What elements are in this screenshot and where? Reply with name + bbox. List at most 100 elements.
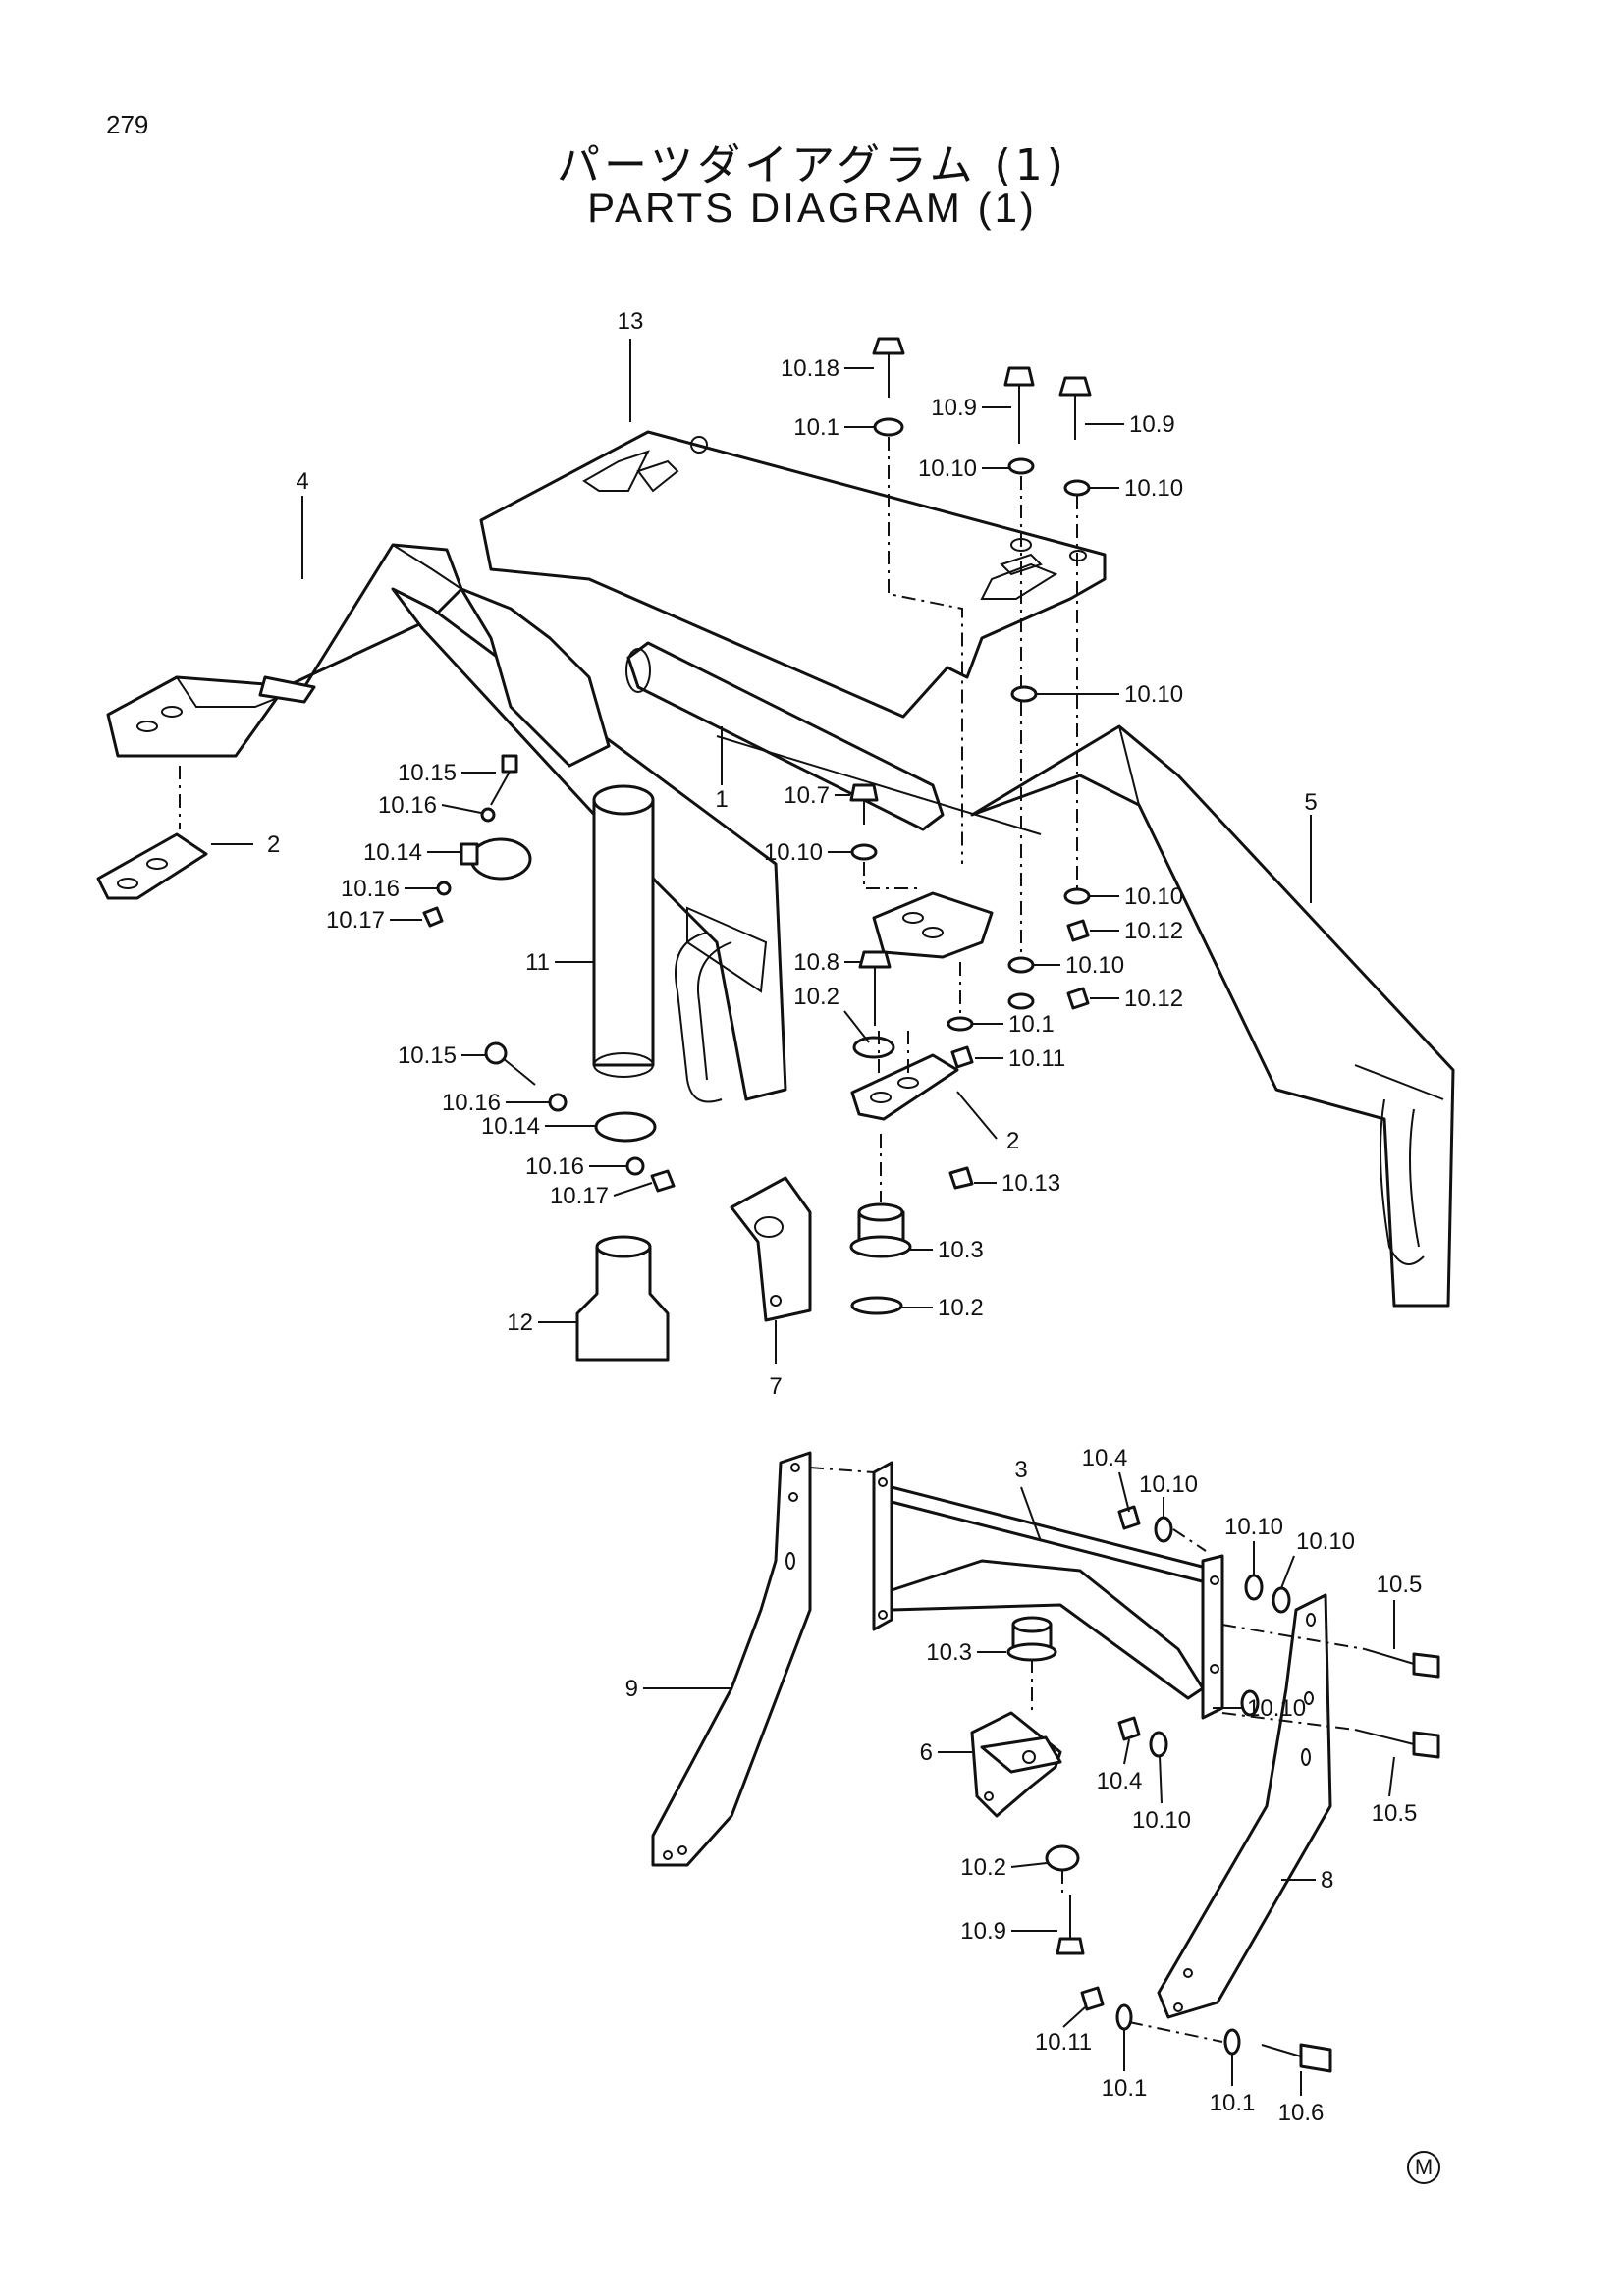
callout-1: 1: [715, 786, 728, 813]
part-10-16-washer-b: [436, 881, 452, 896]
callout-10-5-lower: 10.5: [1372, 1800, 1418, 1827]
part-2-left-plate: [96, 832, 208, 900]
callout-10-10-f: 10.10: [1065, 952, 1124, 979]
callout-10-13: 10.13: [1001, 1170, 1060, 1197]
part-10-18-bolt: [872, 337, 905, 398]
callout-10-2-lower: 10.2: [938, 1295, 984, 1321]
callout-10-8: 10.8: [793, 949, 839, 976]
part-8-right-side-plate: [1157, 1593, 1332, 2019]
callout-10-12-b: 10.12: [1124, 986, 1183, 1012]
callout-10-10-h: 10.10: [1224, 1514, 1283, 1540]
part-10-9-bolt-b: [1058, 376, 1092, 440]
part-10-10-washer-i: [1244, 1574, 1264, 1601]
part-12-pipe-sleeve: [575, 1235, 670, 1362]
callout-6: 6: [920, 1739, 933, 1766]
part-10-10-washer-g: [1007, 992, 1035, 1010]
callout-10-15-lower: 10.15: [398, 1042, 457, 1069]
part-10-12-nut-b: [1066, 987, 1090, 1010]
corner-mark: M: [1407, 2151, 1440, 2184]
callout-10-6: 10.6: [1278, 2100, 1325, 2126]
part-10-10-washer-e: [1063, 887, 1091, 905]
callout-10-12-a: 10.12: [1124, 918, 1183, 944]
callout-10-1-lower-left: 10.1: [1102, 2075, 1148, 2102]
part-10-10-washer-h: [1154, 1516, 1173, 1543]
callout-10-7: 10.7: [784, 782, 830, 809]
part-10-7-bolt: [849, 783, 879, 825]
part-7-bracket: [730, 1176, 812, 1322]
callout-13: 13: [618, 308, 644, 335]
part-1-cross-member: [625, 641, 1042, 835]
part-10-10-washer-k: [1149, 1731, 1168, 1758]
callout-10-10-e: 10.10: [1124, 883, 1183, 910]
part-10-15-bolt-lower: [484, 1041, 536, 1086]
part-9-left-side-plate: [651, 1451, 812, 1867]
callout-10-2-upper: 10.2: [793, 984, 839, 1010]
callout-10-18: 10.18: [781, 355, 839, 382]
callout-10-10-k: 10.10: [1132, 1807, 1191, 1834]
part-10-2-washer-a: [850, 1296, 903, 1315]
callout-10-16-a: 10.16: [378, 792, 437, 819]
part-10-17-nut-b: [650, 1169, 676, 1193]
callout-10-16-b: 10.16: [341, 876, 400, 902]
part-10-1-washer-a: [947, 1016, 974, 1032]
title-japanese: パーツダイアグラム (1): [557, 140, 1067, 190]
callout-7: 7: [769, 1373, 782, 1400]
callout-labels: 13 4 2 1 5 11 12 7 2 10.18 10.1 10.9 10.…: [267, 308, 1422, 2126]
callout-10-10-a: 10.10: [918, 455, 977, 482]
part-13-cover-plate: [479, 430, 1107, 719]
callout-10-4-lower: 10.4: [1097, 1768, 1143, 1794]
part-10-10-washer-l: [1240, 1689, 1260, 1717]
part-11-exhaust-pipe: [592, 784, 655, 1078]
callout-3: 3: [1014, 1457, 1027, 1483]
part-10-16-washer-d: [625, 1156, 645, 1176]
callout-10-16-c: 10.16: [442, 1090, 501, 1116]
callout-2-right: 2: [1006, 1128, 1019, 1154]
alignment-lines-top: [179, 437, 1078, 1202]
callout-10-5-upper: 10.5: [1377, 1572, 1423, 1598]
part-10-11-nut-b: [1080, 1986, 1105, 2011]
callout-8: 8: [1321, 1867, 1333, 1894]
part-10-1-washer-c: [1115, 2003, 1133, 2031]
callout-10-10-j: 10.10: [1247, 1695, 1306, 1722]
callout-10-15-upper: 10.15: [398, 760, 457, 786]
callout-10-10-i: 10.10: [1296, 1528, 1355, 1555]
part-3-support-frame: [872, 1461, 1224, 1720]
part-2-right-plate: [850, 1053, 959, 1121]
callout-10-10-g: 10.10: [1139, 1471, 1198, 1498]
leader-lines: [211, 339, 1395, 2096]
page-number: 279: [106, 110, 149, 139]
part-left-leg-frame: [391, 587, 787, 1103]
part-10-10-washer-a: [1007, 457, 1035, 475]
part-10-11-nut-a: [950, 1045, 974, 1069]
part-10-1-washer-b: [873, 417, 904, 437]
callout-10-1-mid: 10.1: [1008, 1011, 1055, 1038]
part-10-13-nut: [948, 1166, 974, 1190]
part-4-left-beam: [106, 543, 463, 758]
callout-2-left: 2: [267, 831, 280, 858]
callout-10-14-lower: 10.14: [481, 1113, 540, 1140]
part-5-right-leg: [970, 724, 1455, 1308]
callout-10-10-b: 10.10: [1124, 475, 1183, 502]
alignment-lines-bottom: [809, 1467, 1366, 2043]
callout-10-3-upper: 10.3: [938, 1237, 984, 1263]
callout-10-9-right: 10.9: [1129, 411, 1175, 438]
callout-10-9-left: 10.9: [931, 395, 977, 421]
title-english: PARTS DIAGRAM (1): [587, 185, 1037, 231]
callout-10-10-d: 10.10: [764, 839, 823, 866]
part-10-3-bushing-lower: [1006, 1616, 1057, 1662]
callout-4: 4: [296, 468, 308, 495]
callout-10-17-lower: 10.17: [550, 1183, 609, 1209]
callout-10-1-lower-right: 10.1: [1210, 2090, 1256, 2116]
part-10-16-washer-a: [480, 807, 496, 823]
callout-10-17-upper: 10.17: [326, 907, 385, 934]
callout-10-3-lower: 10.3: [926, 1639, 972, 1666]
part-10-17-nut-a: [422, 906, 444, 928]
part-10-14-clamp-lower: [594, 1111, 657, 1143]
callout-10-11-upper: 10.11: [1008, 1045, 1065, 1072]
part-10-10-washer-d: [850, 843, 878, 861]
callout-12: 12: [507, 1309, 533, 1336]
part-10-15-bolt-upper: [490, 754, 518, 806]
part-10-12-nut-a: [1066, 919, 1090, 942]
